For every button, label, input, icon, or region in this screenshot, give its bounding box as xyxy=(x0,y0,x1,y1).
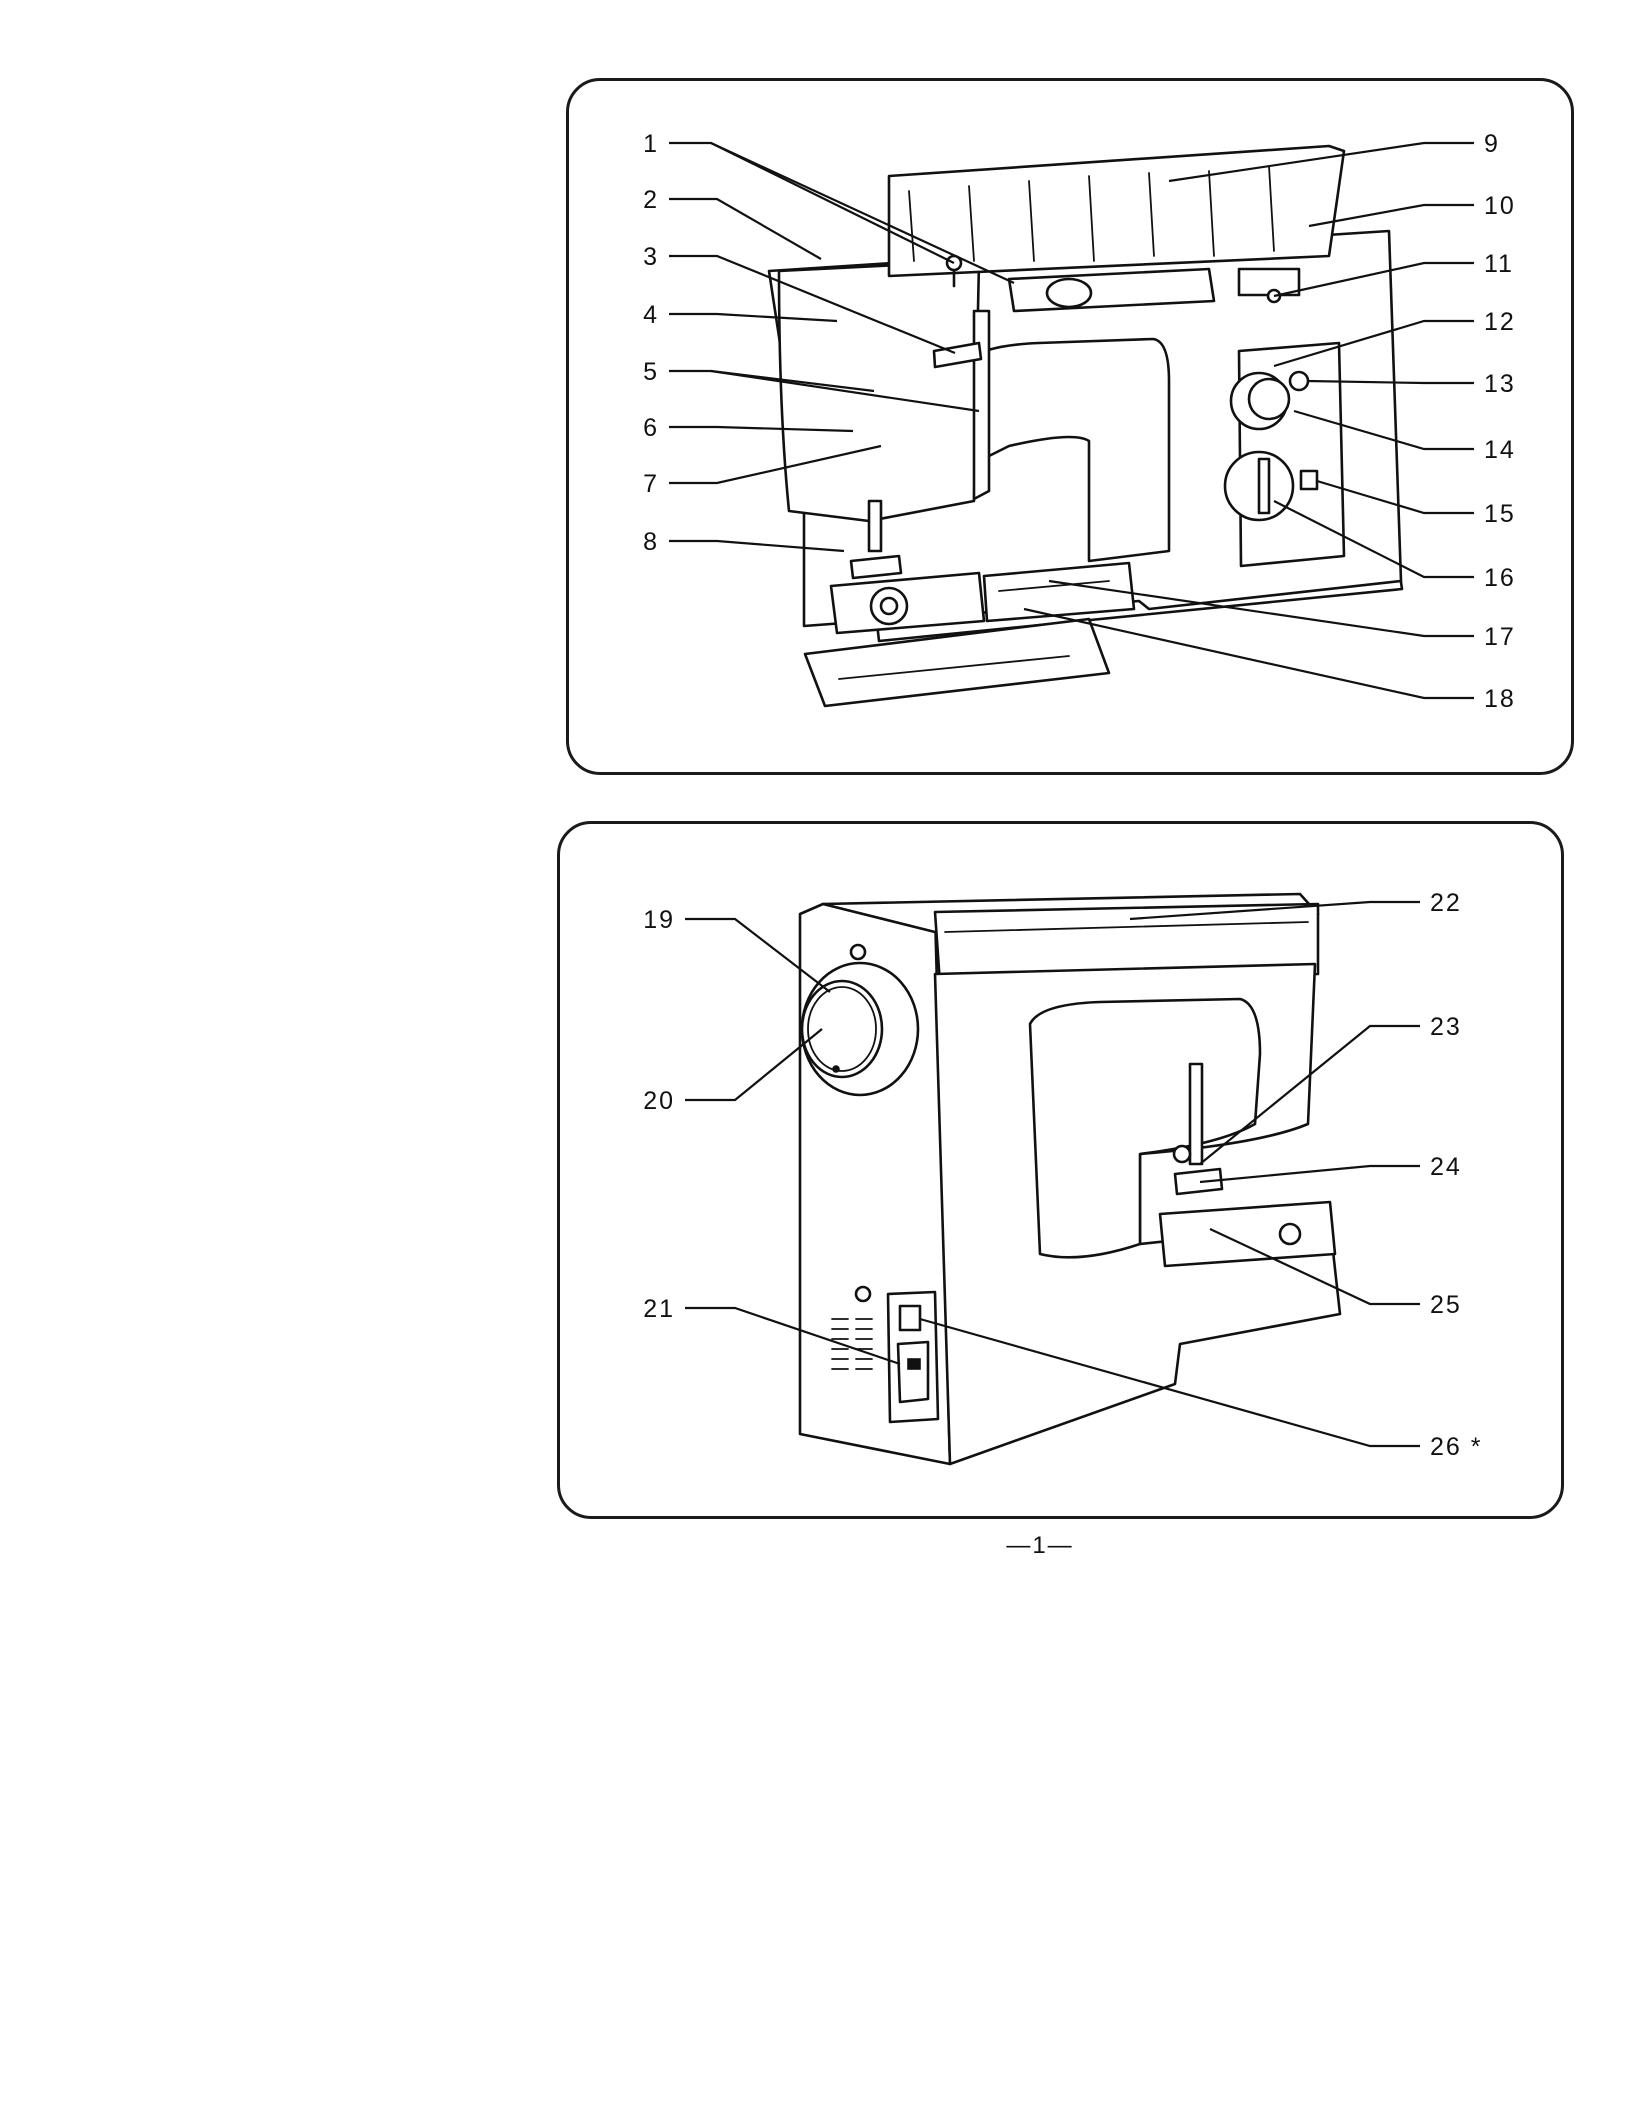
sewing-machine-rear-illustration xyxy=(800,894,1340,1464)
callout-10: 10 xyxy=(1484,192,1516,220)
callout-4: 4 xyxy=(643,301,659,329)
callout-14: 14 xyxy=(1484,436,1516,464)
rear-view-panel: 19 20 21 22 23 24 25 26 * xyxy=(557,821,1564,1519)
rear-view-diagram: 19 20 21 22 23 24 25 26 * xyxy=(560,824,1567,1522)
front-view-diagram: 1 2 3 4 5 6 7 8 9 10 11 12 13 14 15 16 1… xyxy=(569,81,1577,778)
callout-1: 1 xyxy=(643,130,659,158)
callout-16: 16 xyxy=(1484,564,1516,592)
callout-24: 24 xyxy=(1430,1153,1462,1181)
callout-26: 26 * xyxy=(1430,1433,1482,1461)
callout-25: 25 xyxy=(1430,1291,1462,1319)
callout-22: 22 xyxy=(1430,889,1462,917)
callout-21: 21 xyxy=(643,1295,675,1323)
callout-12: 12 xyxy=(1484,308,1516,336)
callout-18: 18 xyxy=(1484,685,1516,713)
callout-6: 6 xyxy=(643,414,659,442)
callout-5: 5 xyxy=(643,358,659,386)
callout-20: 20 xyxy=(643,1087,675,1115)
callout-8: 8 xyxy=(643,528,659,556)
callout-15: 15 xyxy=(1484,500,1516,528)
callout-2: 2 xyxy=(643,186,659,214)
callout-19: 19 xyxy=(643,906,675,934)
page-number: —1— xyxy=(1000,1532,1080,1560)
callout-23: 23 xyxy=(1430,1013,1462,1041)
callout-13: 13 xyxy=(1484,370,1516,398)
callout-7: 7 xyxy=(643,470,659,498)
callout-17: 17 xyxy=(1484,623,1516,651)
front-view-panel: 1 2 3 4 5 6 7 8 9 10 11 12 13 14 15 16 1… xyxy=(566,78,1574,775)
callout-11: 11 xyxy=(1484,250,1514,278)
callout-9: 9 xyxy=(1484,130,1500,158)
callout-3: 3 xyxy=(643,243,659,271)
